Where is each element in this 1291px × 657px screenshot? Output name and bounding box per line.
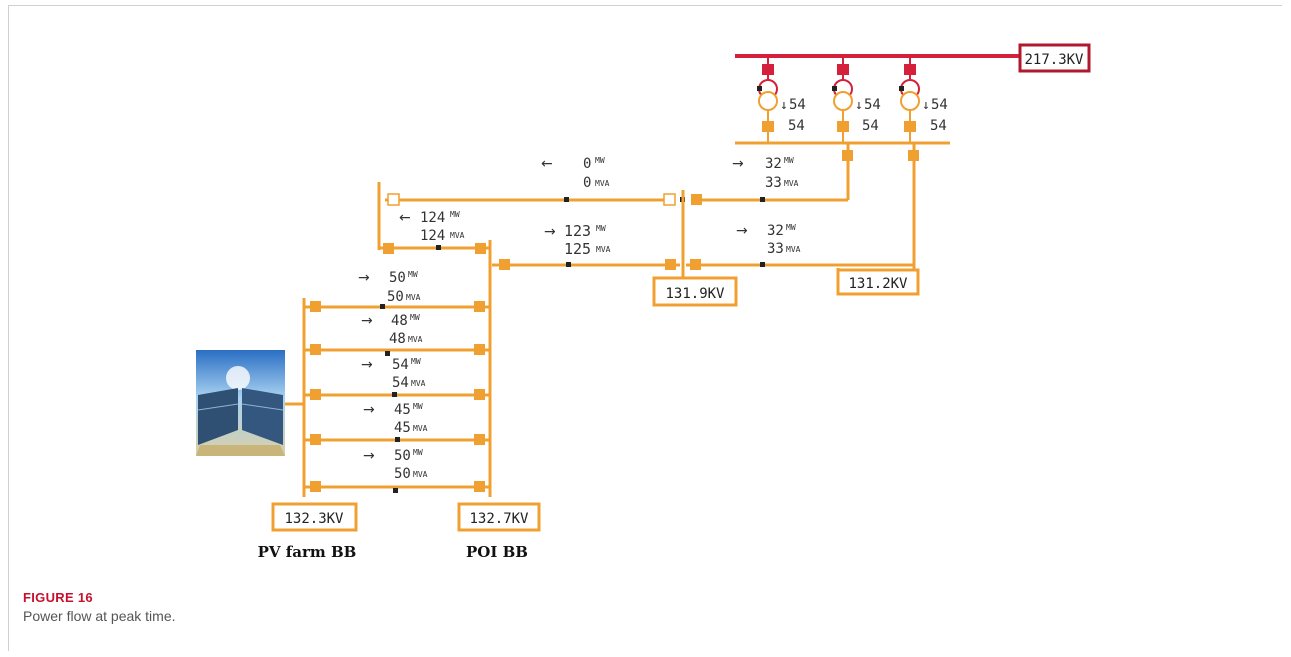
- top-line-mva-unit: MVA: [595, 179, 610, 188]
- feeder-2-arrow: →: [361, 313, 373, 329]
- feeder-5-mw-unit: MW: [413, 448, 423, 457]
- tr-lower-mva: 33: [767, 241, 784, 257]
- feeder-4-mva: 45: [394, 420, 411, 436]
- tr-upper-mw: 32: [765, 156, 782, 172]
- feeder-5-mva: 50: [394, 466, 411, 482]
- tr-lower-mw-unit: MW: [786, 223, 796, 232]
- feeder-5-mva-unit: MVA: [413, 470, 428, 479]
- poi-bus-voltage: 132.7KV: [469, 511, 529, 527]
- feeder-2-mva: 48: [389, 331, 406, 347]
- bus-131-9-box: [652, 276, 738, 307]
- poi-bus-name: POI BB: [466, 543, 528, 561]
- feeder-1-mw-unit: MW: [408, 270, 418, 279]
- top-line-mw: 0: [583, 156, 591, 172]
- poi-bus-voltage-box: [457, 502, 541, 532]
- feeder-1-mva: 50: [387, 289, 404, 305]
- transformer-1-top-value: 54: [789, 97, 806, 113]
- tr-upper-mw-unit: MW: [784, 156, 794, 165]
- bus-131-2-voltage: 131.2KV: [848, 276, 908, 292]
- mid-line-mw-unit: MW: [450, 210, 460, 219]
- tr-lower-mva-unit: MVA: [786, 245, 801, 254]
- tr-lower-arrow: →: [736, 223, 748, 239]
- figure-caption-text: Power flow at peak time.: [23, 608, 176, 624]
- feeder-2-mw-unit: MW: [410, 313, 420, 322]
- feeder-3-mva-unit: MVA: [411, 379, 426, 388]
- pv-feeders: [304, 301, 490, 493]
- feeder-3-mw-unit: MW: [411, 357, 421, 366]
- feeder-4-mva-unit: MVA: [413, 424, 428, 433]
- poi-link-mw: 123: [564, 222, 591, 240]
- feeder-3-arrow: →: [361, 357, 373, 373]
- feeder-2-mva-unit: MVA: [408, 335, 423, 344]
- feeder-1-mva-unit: MVA: [406, 293, 421, 302]
- top-line-mva: 0: [583, 175, 591, 191]
- mid-line-mva-unit: MVA: [450, 231, 465, 240]
- feeder-3-mva: 54: [392, 375, 409, 391]
- hv-bus-voltage: 217.3KV: [1024, 52, 1084, 68]
- bus-131-9-voltage: 131.9KV: [665, 286, 725, 302]
- bus-131-2-box: [836, 268, 920, 296]
- poi-link-mw-unit: MW: [596, 224, 606, 233]
- mid-line-arrow: ←: [399, 210, 411, 226]
- transformer-1-arrow: ↓: [780, 98, 788, 113]
- transformer-2-top-value: 54: [864, 97, 881, 113]
- hv-bus-voltage-box: [1018, 43, 1091, 73]
- pv-farm-image: [196, 350, 285, 456]
- transformer-1-bottom-value: 54: [788, 118, 805, 134]
- feeder-4-arrow: →: [363, 402, 375, 418]
- mid-line-mva: 124: [420, 228, 445, 244]
- feeder-5-arrow: →: [363, 448, 375, 464]
- tr-lower-mw: 32: [767, 223, 784, 239]
- pv-bus-voltage: 132.3KV: [284, 511, 344, 527]
- feeder-2-mw: 48: [391, 313, 408, 329]
- feeder-4-mw: 45: [394, 402, 411, 418]
- mid-line-mw: 124: [420, 210, 445, 226]
- transformer-3-top-value: 54: [931, 97, 948, 113]
- power-flow-diagram: 217.3KV ↓ 54 54 ↓ 54 54 ↓ 54 54: [196, 43, 1091, 561]
- transformer-2-arrow: ↓: [855, 98, 863, 113]
- pv-bus-name: PV farm BB: [258, 543, 357, 561]
- figure-caption: FIGURE 16 Power flow at peak time.: [23, 590, 176, 624]
- tr-upper-arrow: →: [732, 156, 744, 172]
- poi-link-arrow: →: [544, 224, 556, 240]
- feeder-3-mw: 54: [392, 357, 409, 373]
- poi-link-mva-unit: MVA: [596, 245, 611, 254]
- poi-link-mva: 125: [564, 240, 591, 258]
- transformer-1: [757, 56, 778, 142]
- figure-frame: [8, 5, 1282, 651]
- transformer-3-bottom-value: 54: [930, 118, 947, 134]
- tr-upper-mva: 33: [765, 175, 782, 191]
- feeder-1-arrow: →: [358, 270, 370, 286]
- top-line-mw-unit: MW: [595, 156, 605, 165]
- pv-bus-voltage-box: [271, 502, 358, 532]
- feeder-5-mw: 50: [394, 448, 411, 464]
- transformer-2: [832, 56, 853, 142]
- transformer-3-arrow: ↓: [922, 98, 930, 113]
- tr-upper-mva-unit: MVA: [784, 179, 799, 188]
- figure-label: FIGURE 16: [23, 590, 93, 605]
- transformer-2-bottom-value: 54: [862, 118, 879, 134]
- transformer-3: [899, 56, 920, 142]
- feeder-1-mw: 50: [389, 270, 406, 286]
- top-line-arrow: ←: [541, 156, 553, 172]
- feeder-4-mw-unit: MW: [413, 402, 423, 411]
